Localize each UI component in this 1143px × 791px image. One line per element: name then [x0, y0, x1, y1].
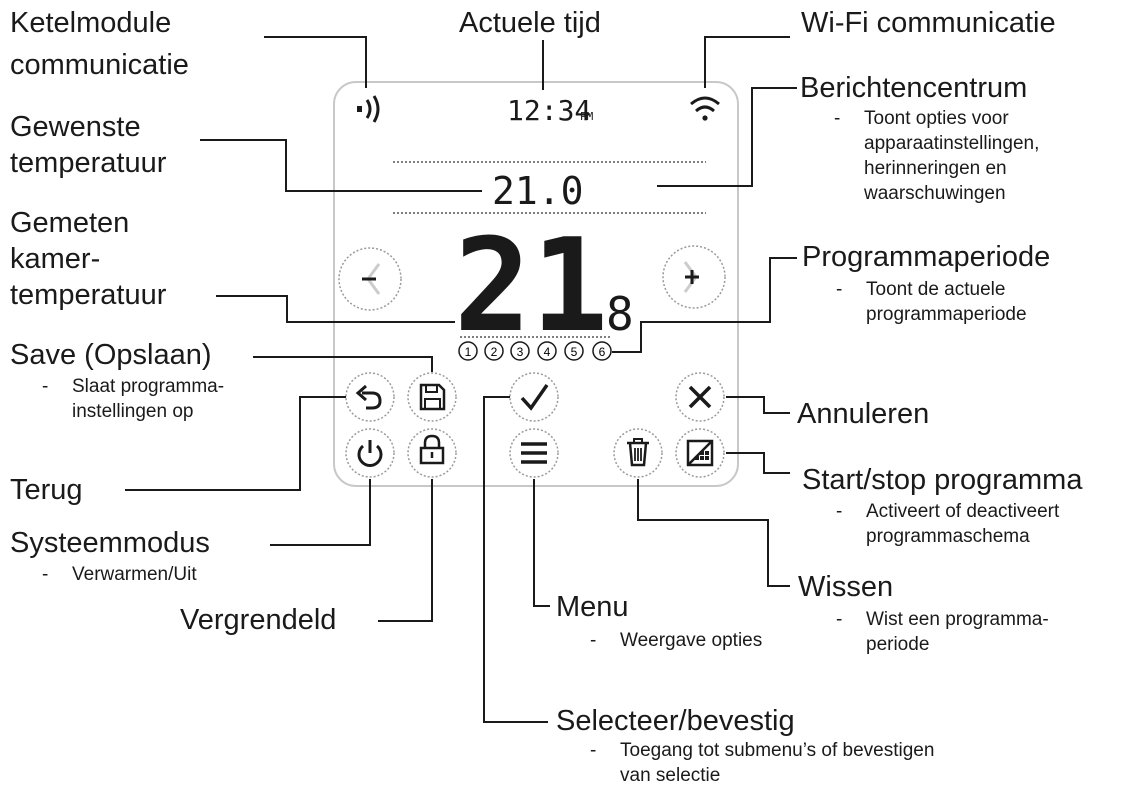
leader-desired [200, 139, 482, 192]
period-6: 6 [592, 341, 612, 361]
leader-save [253, 356, 433, 372]
system-mode-desc: -Verwarmen/Uit [42, 564, 197, 585]
select-button[interactable] [509, 372, 559, 422]
back-icon [355, 384, 382, 410]
save-button[interactable] [407, 372, 457, 422]
lock-button[interactable] [407, 428, 457, 478]
power-icon [357, 440, 383, 467]
save-desc: -Slaat programma- instellingen op [42, 376, 225, 422]
room-temp-display: 21 [454, 212, 608, 361]
svg-text:2: 2 [491, 345, 498, 359]
current-time-display: 12:34 PM [507, 94, 594, 127]
leader-message [657, 87, 797, 187]
svg-text:4: 4 [544, 345, 551, 359]
leader-back [125, 396, 346, 491]
menu-label: Menu [556, 591, 629, 623]
leader-delete [637, 479, 790, 587]
leader-wifi [704, 36, 790, 88]
delete-desc: -Wist een programma- periode [836, 609, 1049, 655]
time-value: 12:34 [507, 94, 591, 127]
period-3: 3 [510, 341, 530, 361]
svg-text:1: 1 [465, 345, 472, 359]
leader-cancel [726, 396, 790, 414]
delete-button[interactable] [613, 428, 663, 478]
period-1: 1 [458, 341, 478, 361]
leader-lock [378, 479, 433, 622]
check-icon [520, 384, 549, 411]
boiler-comm-label: Ketelmodule communicatie [10, 7, 189, 81]
leader-schedule [726, 452, 790, 474]
lock-icon [419, 434, 445, 465]
decrease-button[interactable] [338, 247, 402, 311]
start-stop-desc: -Activeert of deactiveert programmaschem… [836, 501, 1060, 547]
thermostat-frame [333, 81, 739, 487]
schedule-icon [686, 439, 714, 467]
schedule-button[interactable] [675, 428, 725, 478]
period-indicators: 1 2 3 4 5 6 [458, 341, 612, 361]
menu-button[interactable] [509, 428, 559, 478]
leader-period [612, 257, 797, 353]
back-label: Terug [10, 474, 83, 506]
leader-select [483, 396, 548, 723]
wifi-icon [690, 96, 720, 121]
select-desc: -Toegang tot submenu’s of bevestigen van… [590, 740, 935, 786]
save-label: Save (Opslaan) [10, 339, 212, 371]
select-label: Selecteer/bevestig [556, 705, 795, 737]
signal-icon [357, 95, 380, 123]
program-period-desc: -Toont de actuele programmaperiode [836, 279, 1027, 325]
close-icon [688, 385, 712, 409]
svg-text:5: 5 [571, 345, 578, 359]
power-button[interactable] [345, 428, 395, 478]
room-temp-decimal: 8 [606, 287, 634, 341]
message-center-desc: -Toont opties voor apparaatinstellingen,… [834, 108, 1040, 204]
period-5: 5 [564, 341, 584, 361]
svg-text:3: 3 [517, 345, 524, 359]
program-period-label: Programmaperiode [802, 241, 1051, 273]
period-4: 4 [537, 341, 557, 361]
system-mode-label: Systeemmodus [10, 527, 210, 559]
locked-label: Vergrendeld [180, 604, 337, 636]
cancel-button[interactable] [675, 372, 725, 422]
desired-temp-label: Gewenste temperatuur [10, 111, 167, 179]
start-stop-label: Start/stop programma [802, 464, 1083, 496]
current-time-label: Actuele tijd [459, 7, 601, 39]
measured-temp-label: Gemeten kamer- temperatuur [10, 207, 167, 311]
message-center-label: Berichtencentrum [800, 72, 1028, 104]
back-button[interactable] [345, 372, 395, 422]
menu-icon [521, 442, 547, 464]
leader-lines [125, 36, 797, 723]
wifi-label: Wi-Fi communicatie [801, 7, 1056, 39]
leader-boiler [264, 36, 367, 88]
svg-text:6: 6 [599, 345, 606, 359]
save-icon [419, 383, 446, 411]
plus-icon [685, 270, 699, 284]
setpoint-display: 21.0 [492, 169, 584, 213]
leader-measured [216, 295, 455, 323]
cancel-label: Annuleren [797, 398, 930, 430]
leader-menu [533, 479, 550, 607]
period-2: 2 [484, 341, 504, 361]
trash-icon [627, 438, 649, 467]
delete-label: Wissen [798, 571, 894, 603]
leader-power [270, 479, 371, 546]
increase-button[interactable] [662, 245, 726, 309]
time-suffix: PM [580, 110, 594, 123]
menu-desc: -Weergave opties [590, 630, 763, 651]
